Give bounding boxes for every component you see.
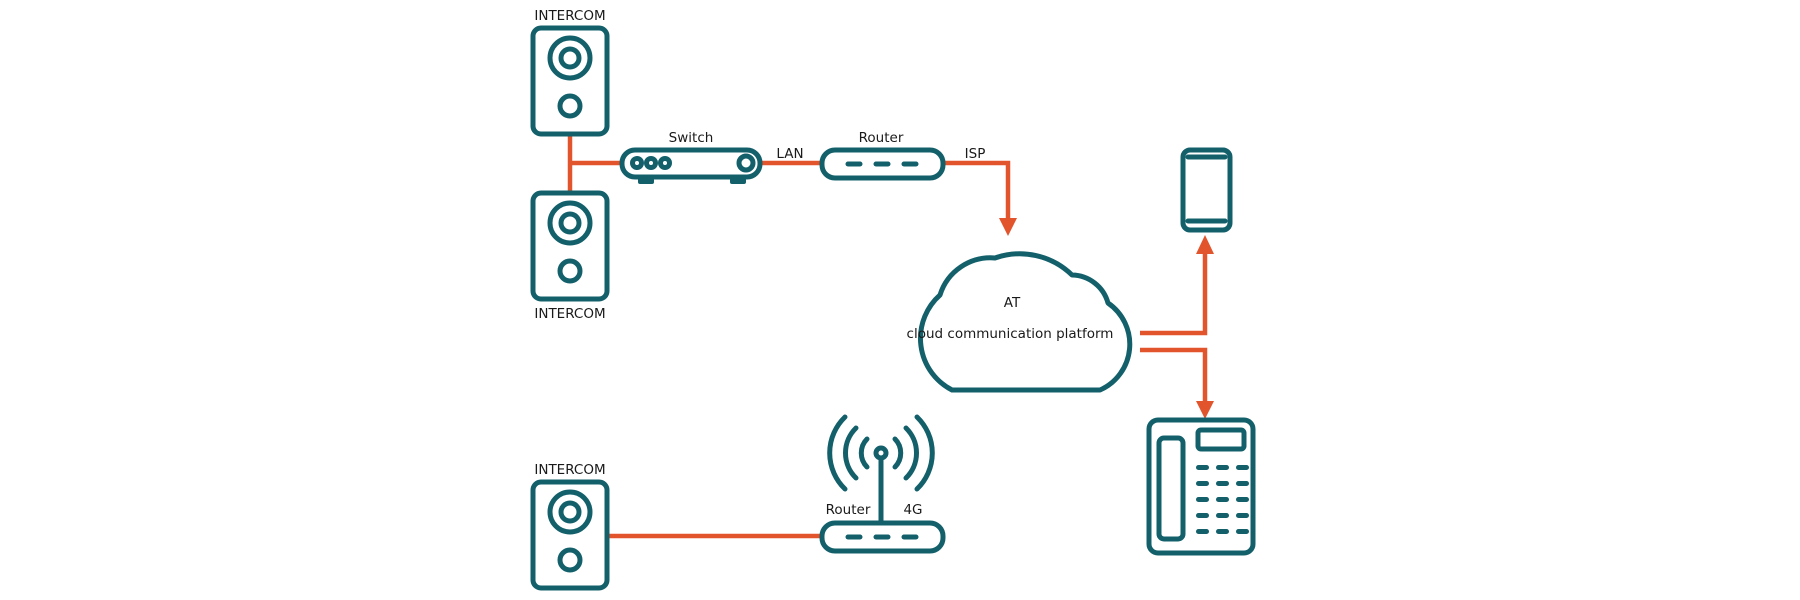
- arrowheads: [999, 218, 1214, 419]
- switch-label: Switch: [669, 130, 714, 146]
- desk-phone: [1146, 417, 1256, 556]
- router-icon: [819, 520, 946, 554]
- cloud-to-desk-phone-link: [1140, 347, 1208, 405]
- intercom-label: INTERCOM: [534, 8, 605, 24]
- cloud-platform: AT cloud communication platform: [907, 251, 1133, 393]
- router-4g: Router 4G: [819, 414, 946, 554]
- intercom-icon: [530, 190, 610, 302]
- cloud-title: AT: [1004, 295, 1021, 311]
- isp-label: ISP: [965, 146, 986, 162]
- mobile-network-label: 4G: [903, 502, 922, 518]
- desk-phone-icon: [1146, 417, 1256, 556]
- arrow-to-desk-phone: [1196, 401, 1214, 419]
- keypad: [1196, 465, 1249, 534]
- cloud-description: cloud communication platform: [907, 326, 1114, 342]
- router-label: Router: [859, 130, 904, 146]
- smartphone-icon: [1180, 147, 1233, 233]
- router-label: Router: [826, 502, 871, 518]
- cloud-to-smartphone-link: [1140, 250, 1208, 336]
- connections: [567, 135, 1208, 539]
- intercom-icon: [530, 25, 610, 137]
- intercom-icon: [530, 479, 610, 591]
- router-icon: [819, 147, 946, 181]
- arrow-to-smartphone: [1196, 235, 1214, 254]
- cloud-icon: [917, 251, 1133, 393]
- intercom-bottom: INTERCOM: [530, 462, 610, 591]
- intercom-label: INTERCOM: [534, 306, 605, 322]
- switch: Switch: [619, 130, 763, 184]
- switch-icon: [619, 147, 763, 184]
- antenna-icon: [827, 414, 935, 526]
- isp-link: [943, 160, 1011, 222]
- arrow-to-cloud: [999, 218, 1017, 236]
- lan-label: LAN: [776, 146, 803, 162]
- smartphone: [1180, 147, 1233, 233]
- intercom-middle: INTERCOM: [530, 190, 610, 322]
- intercom-label: INTERCOM: [534, 462, 605, 478]
- intercom-top: INTERCOM: [530, 8, 610, 137]
- router-top: Router: [819, 130, 946, 181]
